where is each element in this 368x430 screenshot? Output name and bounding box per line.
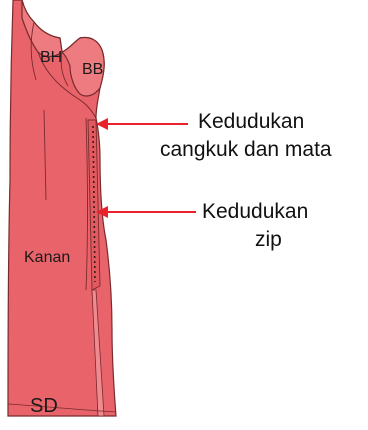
callout-hook-line1: Kedudukan <box>198 110 304 133</box>
zip-arrow <box>96 206 196 218</box>
label-bb: BB <box>82 61 103 78</box>
callout-hook-line2: cangkuk dan mata <box>160 138 332 161</box>
callout-zip-line1: Kedudukan <box>202 200 308 223</box>
label-sd: SD <box>30 395 58 417</box>
hook-arrow <box>96 118 188 130</box>
callout-zip-line2: zip <box>255 228 282 251</box>
label-kanan: Kanan <box>24 249 70 266</box>
label-bh: BH <box>40 49 62 66</box>
